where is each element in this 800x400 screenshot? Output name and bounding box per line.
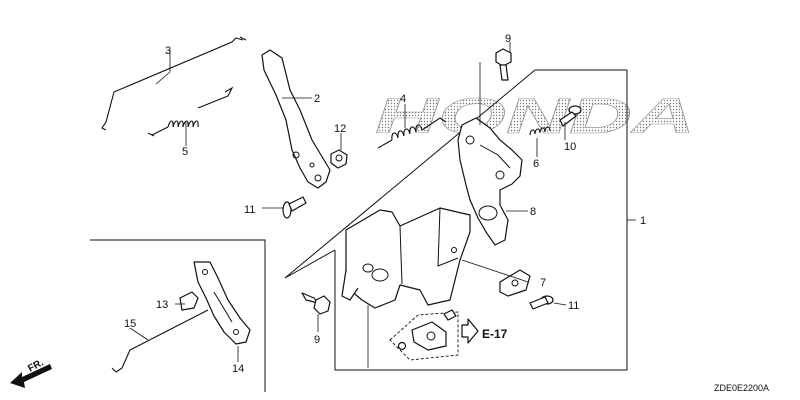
inset-clip	[179, 291, 199, 311]
control-rod	[101, 36, 247, 131]
callout-13: 13	[156, 299, 168, 311]
callout-3: 3	[165, 45, 171, 57]
callout-15: 15	[124, 318, 136, 330]
return-spring	[377, 117, 447, 149]
lever-nut	[330, 149, 348, 169]
inset-bracket	[193, 261, 251, 345]
control-plate	[457, 117, 523, 246]
lever-bolt	[282, 196, 307, 219]
callout-12: 12	[334, 123, 346, 135]
control-base-bracket	[341, 207, 471, 309]
inset-frame	[90, 239, 266, 392]
callout-6: 6	[533, 158, 539, 170]
callout-9-top: 9	[505, 33, 511, 45]
front-direction-arrow	[10, 364, 52, 388]
control-lever	[261, 49, 331, 189]
inset-rod	[111, 309, 209, 373]
callout-7: 7	[540, 277, 546, 289]
callout-8: 8	[530, 206, 536, 218]
upper-bolt	[559, 105, 582, 127]
callout-11-lower: 11	[568, 300, 579, 312]
wire-clip	[499, 269, 531, 297]
switch-subassembly	[389, 309, 459, 361]
leader-lines	[129, 42, 628, 368]
callout-5: 5	[182, 146, 188, 158]
callout-10: 11	[244, 204, 255, 216]
reference-arrow	[461, 318, 479, 344]
top-bolt	[495, 48, 512, 81]
callout-14: 14	[232, 363, 244, 375]
callout-1: 1	[640, 215, 646, 227]
callout-4: 4	[400, 93, 406, 105]
callout-11-upper: 10	[564, 141, 576, 153]
reference-label: E-17	[482, 327, 508, 341]
lower-bolt	[529, 295, 554, 310]
callout-2: 2	[314, 93, 320, 105]
honda-watermark: HONDA	[375, 88, 695, 144]
callout-9-lower: 9	[314, 334, 320, 346]
upper-spring	[529, 126, 551, 136]
diagram-code: ZDE0E2200A	[714, 383, 769, 393]
governor-spring	[147, 86, 234, 137]
lower-flange-bolt	[301, 292, 331, 315]
